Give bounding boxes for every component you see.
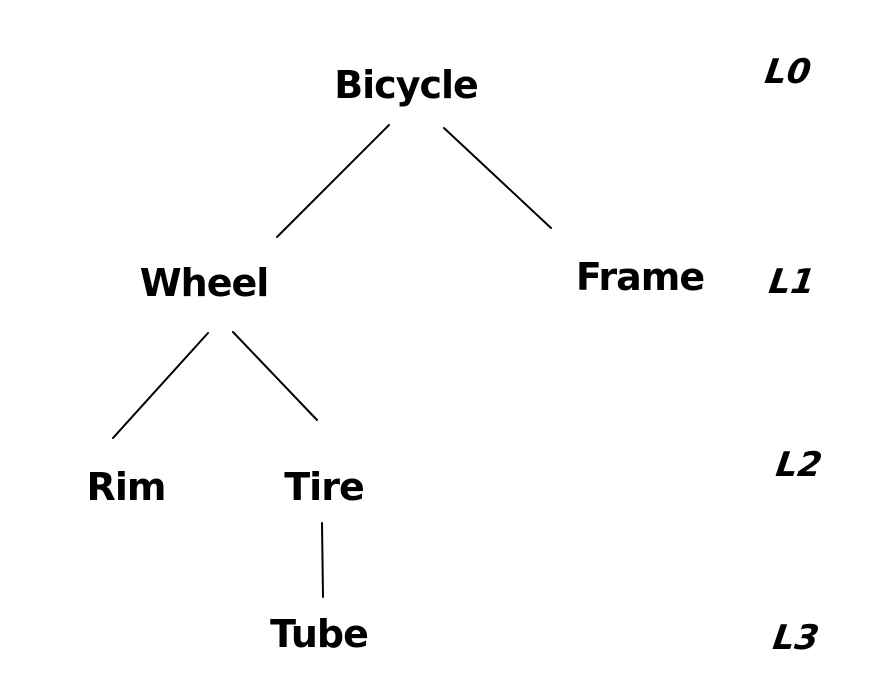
- level-label-l3: L3: [770, 618, 822, 658]
- node-frame: Frame: [575, 255, 705, 299]
- level-label-l2: L2: [773, 445, 825, 485]
- edge-tire-tube: [321, 522, 324, 598]
- level-label-l0: L0: [762, 52, 814, 92]
- node-bicycle: Bicycle: [334, 63, 479, 107]
- node-tube: Tube: [270, 612, 369, 656]
- edge-wheel-rim: [112, 332, 209, 439]
- edge-wheel-tire: [232, 331, 318, 421]
- node-tire: Tire: [284, 465, 364, 509]
- node-rim: Rim: [86, 465, 167, 509]
- level-label-l1: L1: [766, 262, 818, 302]
- edge-bicycle-frame: [443, 127, 552, 229]
- edge-bicycle-wheel: [276, 124, 390, 238]
- node-wheel: Wheel: [139, 261, 270, 305]
